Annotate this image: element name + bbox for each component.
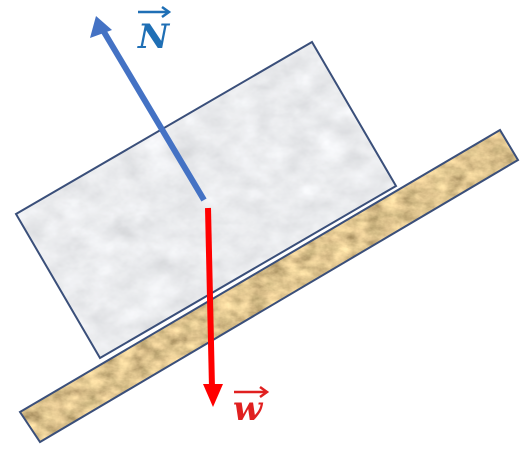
normal-force-label: N xyxy=(137,17,171,57)
normal-force-label-group: N xyxy=(137,5,172,57)
normal-force-arrowhead xyxy=(90,16,112,38)
marble-block xyxy=(14,40,398,360)
weight-label-group: w xyxy=(233,385,270,429)
incline-plank xyxy=(18,128,520,444)
vector-overline-arrow-icon xyxy=(259,385,270,399)
vector-overline-arrow-icon xyxy=(161,5,172,19)
weight-vector xyxy=(203,207,223,407)
weight-label: w xyxy=(233,389,264,429)
normal-force-vector xyxy=(90,16,207,202)
weight-arrowhead xyxy=(203,384,223,407)
